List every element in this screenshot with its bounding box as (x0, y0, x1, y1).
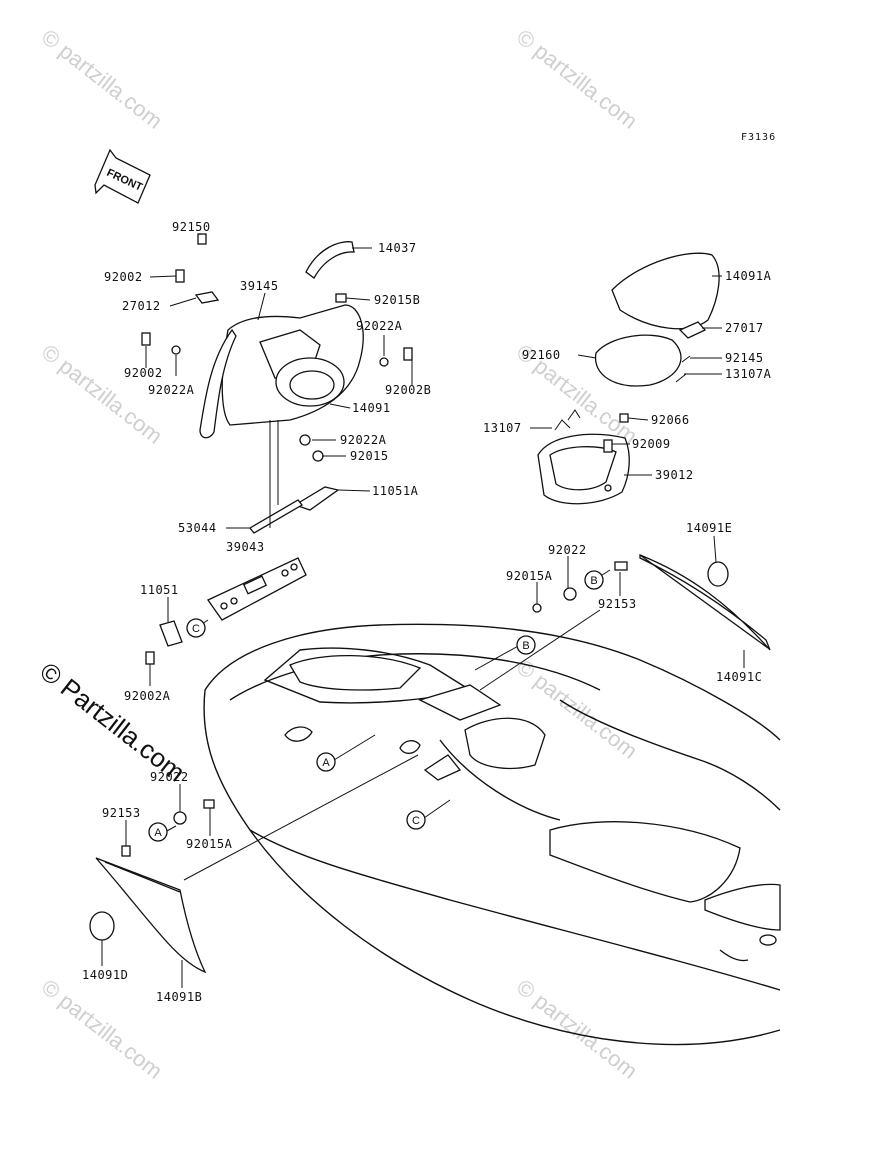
part-label: 92160 (522, 348, 561, 362)
part-label: 14091C (716, 670, 762, 684)
part-label: 14091E (686, 521, 732, 535)
part-label: 92022 (548, 543, 587, 557)
part-label: 11051 (140, 583, 179, 597)
side-panels (89, 554, 771, 974)
dash-cover-assembly (141, 233, 413, 665)
part-label: 92009 (632, 437, 671, 451)
callout-circles: A B C B A C (148, 570, 604, 842)
front-arrow-icon: FRONT (94, 148, 151, 204)
part-label: 92022 (150, 770, 189, 784)
part-label: 92153 (598, 597, 637, 611)
part-label: 92022A (356, 319, 403, 333)
part-label: 14091B (156, 990, 202, 1004)
part-label: 27012 (122, 299, 161, 313)
part-label: 53044 (178, 521, 217, 535)
part-label: 14091 (352, 401, 391, 415)
watermark: © partzilla.com (37, 24, 167, 133)
part-label: 92002B (385, 383, 431, 397)
watermark-large: © Partzilla.com (34, 656, 191, 788)
part-labels: 92150 14037 92002 39145 27012 92015B 920… (82, 220, 772, 1004)
part-label: 14091A (725, 269, 772, 283)
watermark: © partzilla.com (512, 974, 642, 1083)
part-label: 92153 (102, 806, 141, 820)
storage-assembly (537, 252, 720, 505)
callout-letter: B (522, 640, 529, 652)
callout-letter: B (590, 575, 597, 587)
callout-letter: C (192, 623, 200, 635)
part-label: 92150 (172, 220, 211, 234)
part-label: 13107 (483, 421, 522, 435)
callout-letter: A (322, 757, 330, 769)
callout-leaders (164, 569, 611, 881)
label-leaders (101, 234, 745, 988)
part-label: 92002 (104, 270, 143, 284)
part-label: 39043 (226, 540, 265, 554)
part-label: 92015A (186, 837, 233, 851)
part-label: 92145 (725, 351, 764, 365)
callout-letter: C (412, 815, 420, 827)
part-label: 14091D (82, 968, 128, 982)
part-label: 92015 (350, 449, 389, 463)
watermark: © partzilla.com (512, 24, 642, 133)
part-label: 92002 (124, 366, 163, 380)
part-label: 39012 (655, 468, 694, 482)
part-label: 92022A (340, 433, 387, 447)
part-label: 92015A (506, 569, 553, 583)
hull-body (203, 623, 781, 1046)
part-label: 13107A (725, 367, 772, 381)
callout-letter: A (154, 827, 162, 839)
part-label: 92015B (374, 293, 420, 307)
part-label: 92022A (148, 383, 195, 397)
part-label: 92066 (651, 413, 690, 427)
watermark: © partzilla.com (37, 974, 167, 1083)
part-label: 27017 (725, 321, 764, 335)
part-label: 14037 (378, 241, 417, 255)
figure-code: F3136 (741, 132, 776, 143)
part-label: 39145 (240, 279, 279, 293)
part-label: 11051A (372, 484, 419, 498)
part-label: 92002A (124, 689, 171, 703)
